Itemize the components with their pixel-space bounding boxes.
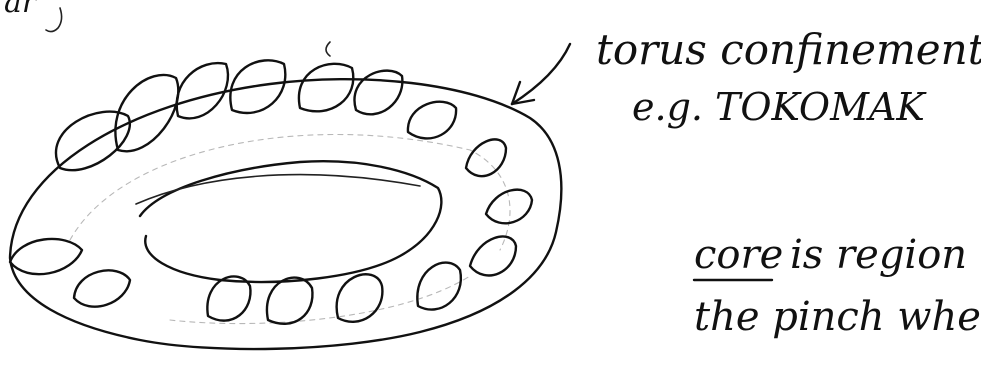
field-loop	[470, 236, 516, 275]
field-loop	[299, 64, 353, 112]
note-line2: the pinch wher	[694, 294, 981, 340]
top-text-fragment: ar	[4, 0, 38, 20]
pointer-arrow	[512, 44, 570, 104]
field-loop	[267, 278, 313, 324]
note-line1-rest: is region	[790, 232, 967, 278]
note-line1-keyword: core	[694, 232, 783, 278]
field-loop	[74, 270, 130, 306]
torus-label-line1: torus confinement	[596, 25, 981, 74]
note-line3: ...	[694, 350, 732, 381]
field-loop	[408, 102, 456, 139]
field-loop	[207, 276, 250, 320]
field-loops	[10, 60, 532, 323]
field-loop	[466, 139, 506, 176]
field-guide-line	[170, 276, 470, 324]
field-loop	[337, 274, 383, 322]
torus-label-line2: e.g. TOKOMAK	[632, 85, 927, 129]
field-loop	[177, 63, 228, 118]
tick-mark	[326, 42, 330, 56]
field-loop	[486, 190, 532, 224]
field-loop	[354, 71, 402, 115]
torus-inner-rim	[136, 175, 420, 204]
fragment-hook-stroke	[46, 8, 62, 32]
torus-outer-outline	[10, 79, 561, 349]
field-loop	[417, 263, 461, 310]
torus-inner-hole	[140, 161, 441, 282]
field-loop	[10, 239, 82, 274]
field-guide-line	[70, 134, 510, 250]
